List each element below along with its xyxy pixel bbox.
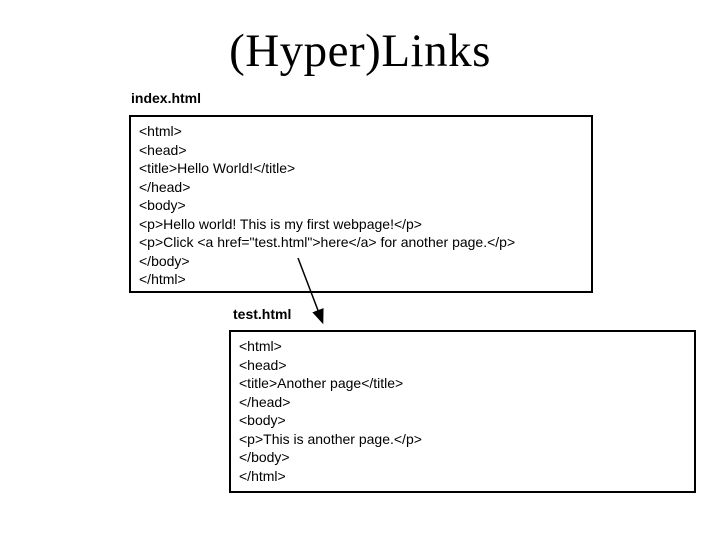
code-line: <html>: [139, 123, 182, 139]
code-line: </html>: [139, 271, 186, 287]
code-box-test-html: <html> <head> <title>Another page</title> <…: [229, 330, 696, 493]
file-label-index-html: index.html: [131, 90, 202, 106]
code-line: <p>This is another page.</p>: [239, 430, 422, 447]
code-line: </body>: [239, 449, 290, 465]
code-line: <title>Another page</title>: [239, 375, 404, 391]
code-line: </body>: [139, 252, 190, 269]
code-box-index-html: <html> <head> <title>Hello World!</title> <…: [129, 115, 593, 293]
file-label-test-html: test.html: [233, 306, 292, 322]
slide-title: (Hyper)Links: [229, 25, 491, 77]
code-line: </head>: [139, 178, 191, 195]
code-line: <head>: [139, 141, 187, 158]
code-line: <title>Hello World!</title>: [139, 160, 296, 176]
code-line: <body>: [139, 197, 186, 213]
code-line: <p>Click <a href="test.html">here</a> fo…: [139, 234, 516, 250]
code-line: <head>: [239, 356, 287, 373]
code-line: <html>: [239, 338, 282, 354]
link-arrow-icon: [297, 257, 324, 325]
code-line: <p>Hello world! This is my first webpage…: [139, 215, 422, 232]
code-line: <body>: [239, 412, 286, 428]
code-line: </html>: [239, 467, 286, 484]
code-line: </head>: [239, 393, 291, 410]
